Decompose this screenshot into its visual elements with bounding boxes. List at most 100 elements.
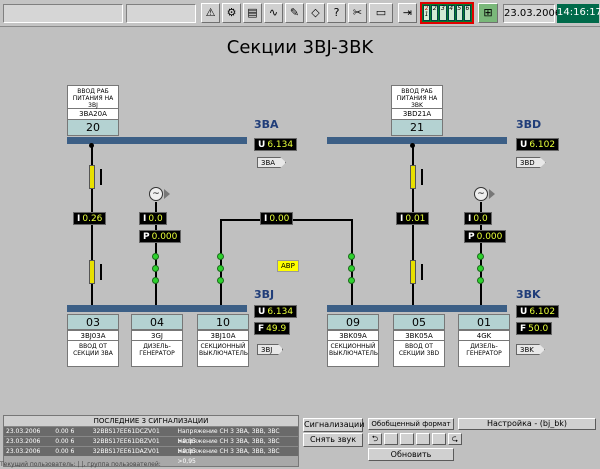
alarm-date: 23.03.2006 [6, 438, 41, 445]
avr-indicator[interactable]: АВР [277, 260, 299, 272]
breaker-3ba20-upper[interactable] [89, 165, 102, 189]
feeder-label: ВВОД ОТ СЕКЦИИ 3BD [393, 341, 445, 367]
status-indicator [152, 277, 159, 284]
counter-cell: 5 [455, 5, 463, 21]
bus-name-3bd: 3BD [516, 118, 542, 131]
feeder-number: 01 [458, 314, 510, 330]
help-icon[interactable]: ? [327, 3, 346, 23]
feeder-09[interactable]: 09 3BK09A СЕКЦИОННЫЙ ВЫКЛЮЧАТЕЛЬ [327, 314, 379, 367]
tag-3ba[interactable]: 3BA [257, 157, 287, 168]
feeder-10[interactable]: 10 3BJ10A СЕКЦИОННЫЙ ВЫКЛЮЧАТЕЛЬ [197, 314, 249, 367]
feeder-label: ДИЗЕЛЬ-ГЕНЕРАТОР [131, 341, 183, 367]
refresh-button[interactable]: Обновить [368, 448, 454, 461]
feeder-code: 3BD21A [391, 109, 443, 120]
feeder-number: 21 [391, 120, 443, 136]
feeder-3ba20a[interactable]: ВВОД РАБ ПИТАНИЯ НА 3BJ 3BA20A 20 [67, 85, 119, 136]
time-display: 14:16:17 [557, 4, 600, 23]
line-3ba-3bj [91, 147, 93, 307]
alarm-row[interactable]: 23.03.2006 0.00 6 32BBS17EE61DAZV01 Напр… [4, 446, 298, 465]
bus-name-3bj: 3BJ [254, 288, 275, 301]
alarm-row[interactable]: 23.03.2006 0.00 6 32BBS17EE61DCZV01 Напр… [4, 426, 298, 445]
feeder-3bd21a[interactable]: ВВОД РАБ ПИТАНИЯ НА 3BK 3BD21A 21 [391, 85, 443, 136]
tag-3bk[interactable]: 3BK [516, 344, 545, 355]
counter-cell: 2 [431, 5, 439, 21]
nav-slot-2[interactable] [400, 433, 414, 445]
feeder-code: 3BA20A [67, 109, 119, 120]
feeder-label: ВВОД РАБ ПИТАНИЯ НА 3BJ [67, 85, 119, 109]
feeder-04[interactable]: 04 3GJ ДИЗЕЛЬ-ГЕНЕРАТОР [131, 314, 183, 367]
alarm-row[interactable]: 23.03.2006 0.00 6 32BBS17EE61DBZV01 Напр… [4, 436, 298, 455]
feeder-code: 3BK05A [393, 330, 445, 341]
tools-icon[interactable]: ✂ [348, 3, 367, 23]
mute-button[interactable]: Снять звук [303, 433, 363, 447]
tag-3bj[interactable]: 3BJ [257, 344, 284, 355]
feeder-code: 3BK09A [327, 330, 379, 341]
feeder-03[interactable]: 03 3BJ03A ВВОД ОТ СЕКЦИИ 3BA [67, 314, 119, 367]
line-3bd-3bk [412, 147, 414, 307]
book-icon[interactable]: ▤ [243, 3, 262, 23]
toolbar-field-right[interactable] [126, 4, 196, 23]
generator-icon: ~ [474, 187, 488, 201]
toolbar-field-left[interactable] [3, 4, 123, 23]
nav-slot-1[interactable] [384, 433, 398, 445]
alarm-text: Напряжение СН 3 ЗBA, 3BB, 3BC >0,95 [177, 438, 280, 455]
format-button[interactable]: Обобщенный формат [368, 418, 454, 430]
feeder-label: ВВОД РАБ ПИТАНИЯ НА 3BK [391, 85, 443, 109]
date-display: 23.03.2006 [503, 4, 561, 23]
computer-icon[interactable]: ▭ [369, 3, 393, 23]
status-indicator [348, 253, 355, 260]
breaker-3bj03[interactable] [89, 260, 102, 284]
graph-icon[interactable]: ∿ [264, 3, 283, 23]
status-line: Текущий пользователь: | |, группа пользо… [0, 461, 161, 468]
pen-icon[interactable]: ✎ [285, 3, 304, 23]
alarm-date: 23.03.2006 [6, 428, 41, 435]
forward-arrow-icon[interactable]: ⮎ [448, 433, 462, 445]
alarm-code: 32BBS17EE61DCZV01 [92, 428, 160, 435]
bus-name-3ba: 3BA [254, 118, 279, 131]
status-indicator [477, 253, 484, 260]
status-indicator [152, 265, 159, 272]
gears-icon[interactable]: ⚙ [222, 3, 241, 23]
alarm-date: 23.03.2006 [6, 448, 41, 455]
feeder-label: ДИЗЕЛЬ-ГЕНЕРАТОР [458, 341, 510, 367]
feeder-number: 05 [393, 314, 445, 330]
feeder-number: 10 [197, 314, 249, 330]
feeder-code: 3BJ10A [197, 330, 249, 341]
status-indicator [477, 277, 484, 284]
page-title: Секции 3BJ-3BK [226, 37, 374, 58]
feeder-05[interactable]: 05 3BK05A ВВОД ОТ СЕКЦИИ 3BD [393, 314, 445, 367]
feeder-01[interactable]: 01 4GK ДИЗЕЛЬ-ГЕНЕРАТОР [458, 314, 510, 367]
nav-slot-4[interactable] [432, 433, 446, 445]
nav-slot-3[interactable] [416, 433, 430, 445]
network-icon[interactable]: ⊞ [478, 3, 498, 23]
tag-3bd[interactable]: 3BD [516, 157, 546, 168]
eraser-icon[interactable]: ◇ [306, 3, 325, 23]
exit-icon[interactable]: ⇥ [398, 3, 417, 23]
feeder-label: СЕКЦИОННЫЙ ВЫКЛЮЧАТЕЛЬ [327, 341, 379, 367]
busbar-3bd [327, 137, 507, 144]
signals-button[interactable]: Сигнализации [303, 418, 364, 432]
status-indicator [348, 265, 355, 272]
back-arrow-icon[interactable]: ⮌ [368, 433, 382, 445]
feeder-label: ВВОД ОТ СЕКЦИИ 3BA [67, 341, 119, 367]
warning-icon[interactable]: ⚠ [201, 3, 220, 23]
breaker-3bk05[interactable] [410, 260, 423, 284]
breaker-3bd21-upper[interactable] [410, 165, 423, 189]
line-tie-right [351, 219, 353, 307]
settings-button[interactable]: Настройка - (bj_bk) [458, 418, 596, 430]
node [89, 143, 94, 148]
alarm-time: 0.00 6 [55, 448, 75, 455]
